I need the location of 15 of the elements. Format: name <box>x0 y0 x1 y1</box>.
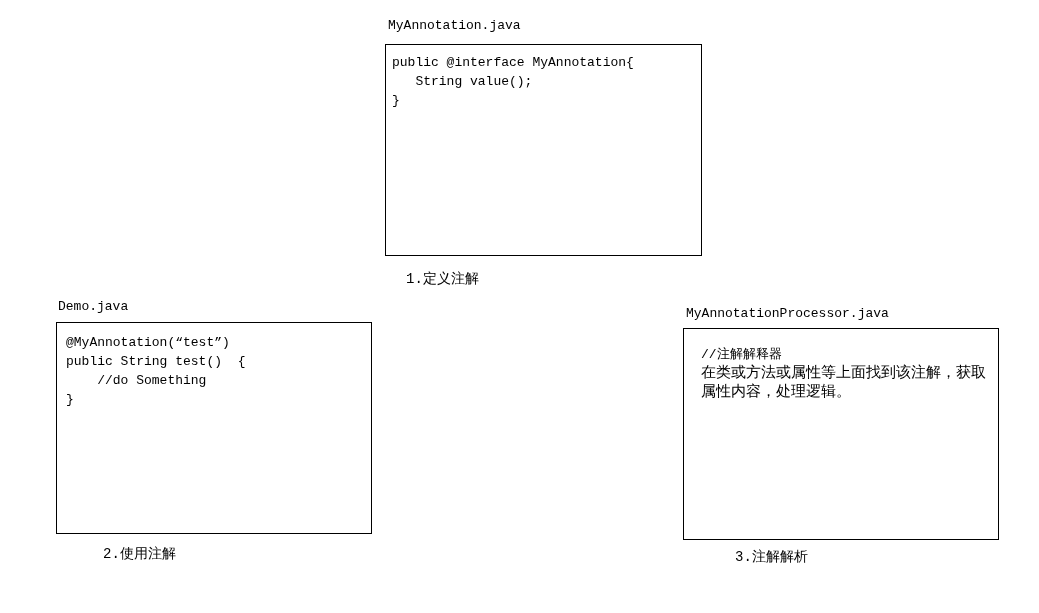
file-name: Demo.java <box>58 299 129 315</box>
file-name: MyAnnotationProcessor.java <box>686 306 889 322</box>
file-name: MyAnnotation.java <box>388 18 521 34</box>
code-line: public String test() { <box>66 353 246 371</box>
description-text: 在类或方法或属性等上面找到该注解，获取属性内容，处理逻辑。 <box>701 364 987 402</box>
code-line: @MyAnnotation(“test”) <box>66 334 230 352</box>
step-caption: 3.注解解析 <box>735 548 808 566</box>
code-comment: //注解解释器 <box>701 346 782 364</box>
step-caption: 1.定义注解 <box>406 270 479 288</box>
code-line: } <box>66 391 74 409</box>
code-line: public @interface MyAnnotation{ <box>392 54 634 72</box>
code-line: String value(); <box>415 73 533 91</box>
step-caption: 2.使用注解 <box>103 545 176 563</box>
code-line: //do Something <box>97 372 207 390</box>
code-line: } <box>392 92 400 110</box>
